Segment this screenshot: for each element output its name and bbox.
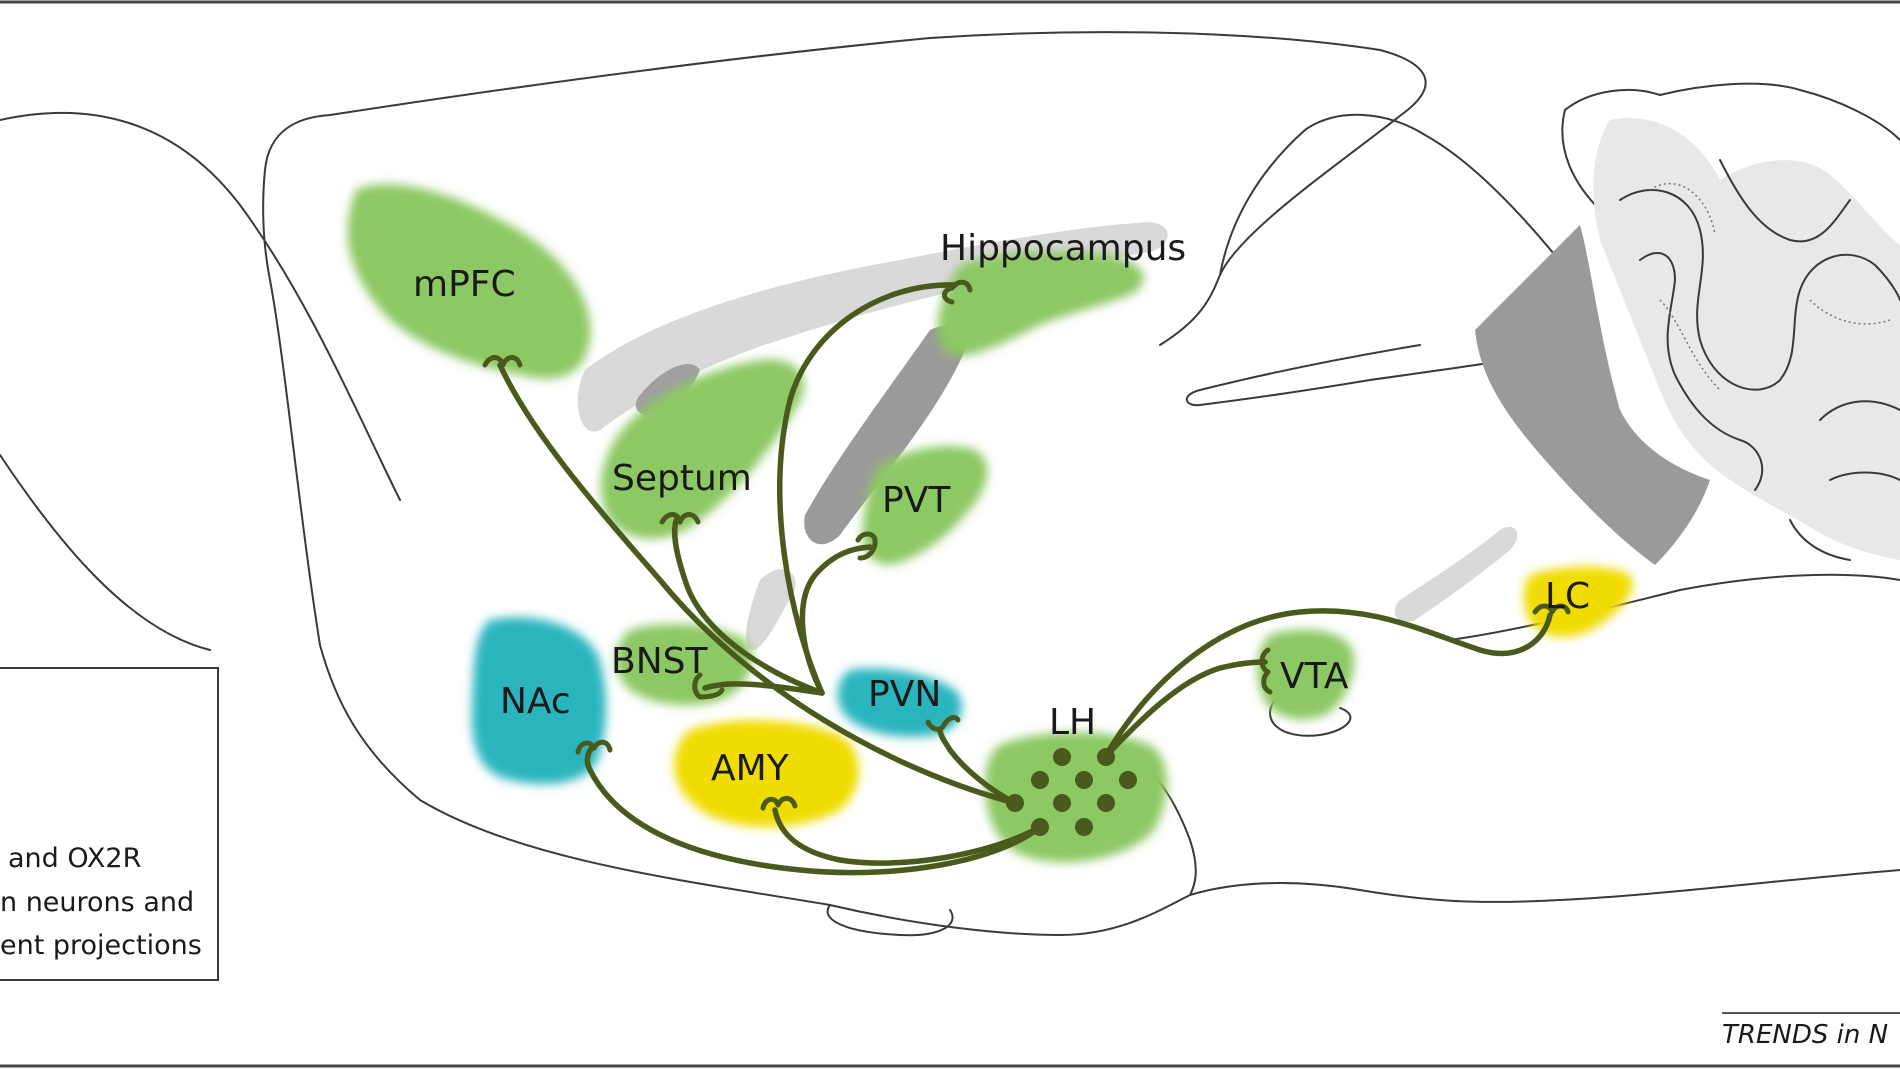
- label-lh: LH: [1049, 702, 1096, 743]
- journal-credit: TRENDS in N: [1722, 1012, 1900, 1050]
- legend-line-3: ent projections: [0, 930, 202, 961]
- region-labels: mPFC Hippocampus Septum PVT BNST NAc PVN…: [413, 228, 1590, 789]
- label-mpfc: mPFC: [413, 264, 516, 305]
- region-septum: [600, 359, 804, 539]
- projection-to-bnst: [702, 681, 825, 696]
- legend-line-2: n neurons and: [0, 887, 194, 918]
- projection-to-pvn: [937, 727, 1018, 806]
- label-lc: LC: [1545, 576, 1590, 617]
- region-amy[interactable]: [674, 720, 859, 828]
- credit-text: TRENDS in N: [1722, 1020, 1888, 1050]
- label-septum: Septum: [612, 458, 752, 499]
- brain-outline: [0, 31, 1900, 937]
- projection-to-septum: [671, 515, 825, 696]
- legend-box: and OX2R n neurons and ent projections: [0, 667, 219, 981]
- projection-to-vta: [1102, 659, 1268, 760]
- label-pvt: PVT: [882, 480, 951, 521]
- region-pvt: [862, 445, 988, 565]
- region-pvn[interactable]: [837, 668, 963, 737]
- projection-to-nac: [584, 745, 1043, 876]
- projection-to-mpfc: [497, 362, 1018, 806]
- region-nac[interactable]: [471, 617, 606, 785]
- region-vta[interactable]: [1257, 629, 1355, 720]
- cerebellum: [1593, 118, 1900, 561]
- label-amy: AMY: [711, 748, 790, 789]
- projection-to-hippocampus: [777, 282, 958, 696]
- label-pvn: PVN: [868, 674, 941, 715]
- label-vta: VTA: [1280, 656, 1349, 697]
- region-hippocampus: [937, 251, 1144, 356]
- projection-to-lc: [1102, 608, 1553, 760]
- label-bnst: BNST: [611, 641, 708, 682]
- regions: [347, 184, 1633, 863]
- lh-neurons: [1006, 748, 1137, 836]
- label-nac: NAc: [500, 681, 571, 722]
- projection-to-pvt: [799, 544, 873, 696]
- legend-line-1: and OX2R: [8, 843, 141, 874]
- label-hippocampus: Hippocampus: [940, 228, 1186, 269]
- projections: [482, 279, 1571, 876]
- region-mpfc: [347, 184, 591, 379]
- projection-to-amy: [772, 807, 1043, 866]
